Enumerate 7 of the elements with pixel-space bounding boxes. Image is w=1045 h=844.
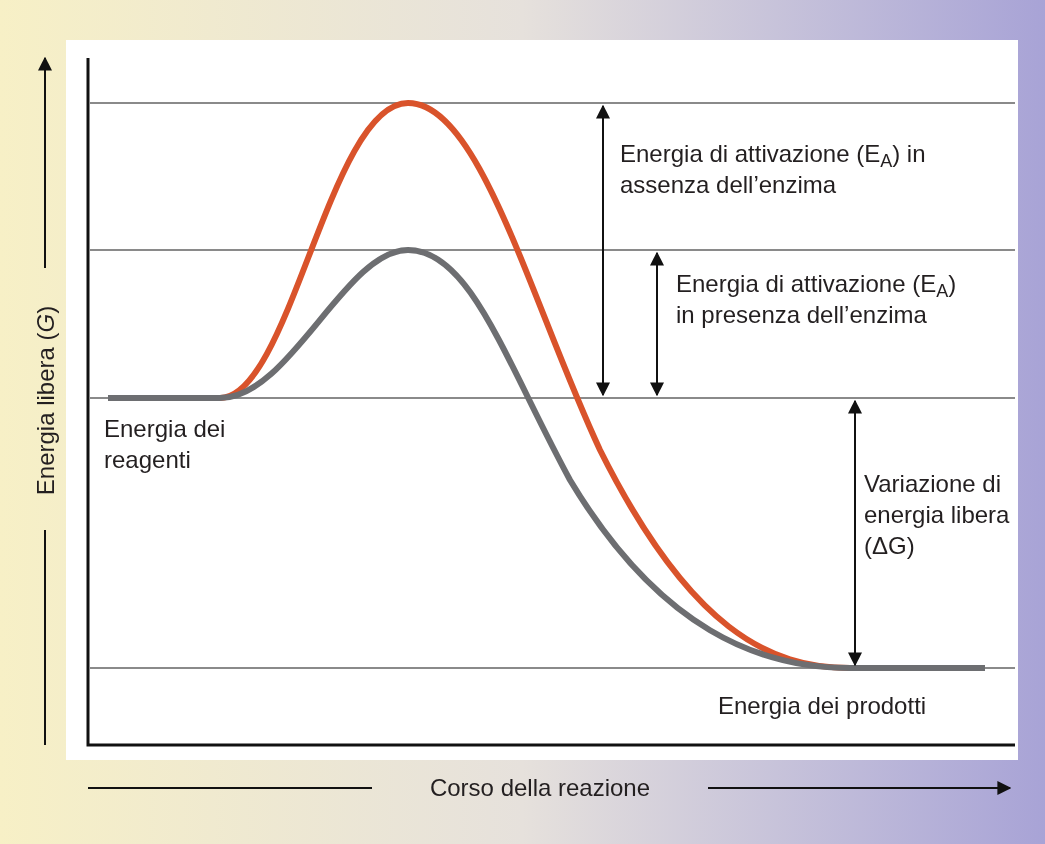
annotation-text: Energia di attivazione (E$_{A}$) in assenza dell’enzima <box>620 139 927 200</box>
axis-title: Corso della reazione <box>428 773 652 803</box>
annotation-text: Energia dei prodotti <box>718 691 928 721</box>
axis-title: Energia libera (G) <box>30 304 60 498</box>
annotation-text: Energia di attivazione (E$_{A}$) in presenza dell’enzima <box>676 269 958 330</box>
annotation-text: Variazione di energia libera (ΔG) <box>864 469 1011 561</box>
annotation-text: Energia dei reagenti <box>104 414 227 475</box>
